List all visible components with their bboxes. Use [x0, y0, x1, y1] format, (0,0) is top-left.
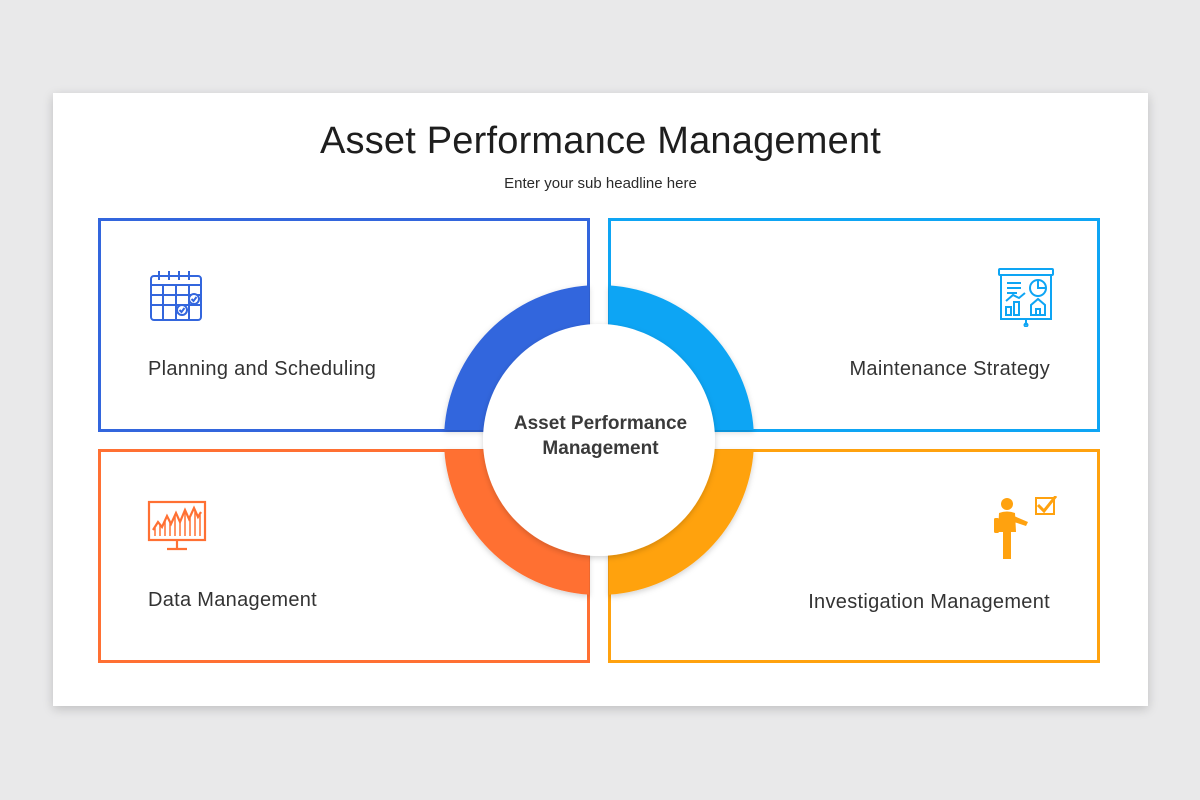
calendar-icon	[149, 269, 203, 323]
quadrant-label-investigation: Investigation Management	[808, 591, 1050, 613]
page-subtitle: Enter your sub headline here	[504, 175, 697, 192]
quadrant-label-maintenance: Maintenance Strategy	[849, 358, 1050, 380]
monitor-chart-icon	[147, 500, 207, 556]
ring-segment-investigation	[609, 450, 754, 595]
center-ring	[444, 285, 754, 595]
center-label: Asset Performance Management	[473, 411, 728, 461]
ring-segment-planning	[444, 285, 589, 430]
ring-segment-data	[444, 450, 589, 595]
presentation-chart-icon	[996, 267, 1056, 327]
slide: Asset Performance Management Enter your …	[53, 93, 1148, 706]
center-label-line-1: Asset Performance	[513, 413, 688, 434]
ring-segment-maintenance	[609, 285, 754, 430]
quadrant-label-planning: Planning and Scheduling	[148, 358, 377, 380]
center-label-line-2: Management	[542, 438, 659, 459]
page-title: Asset Performance Management	[319, 120, 882, 162]
center-circle	[483, 324, 715, 556]
quadrant-label-data: Data Management	[148, 589, 318, 611]
presenter-checkmark-icon	[994, 496, 1060, 562]
